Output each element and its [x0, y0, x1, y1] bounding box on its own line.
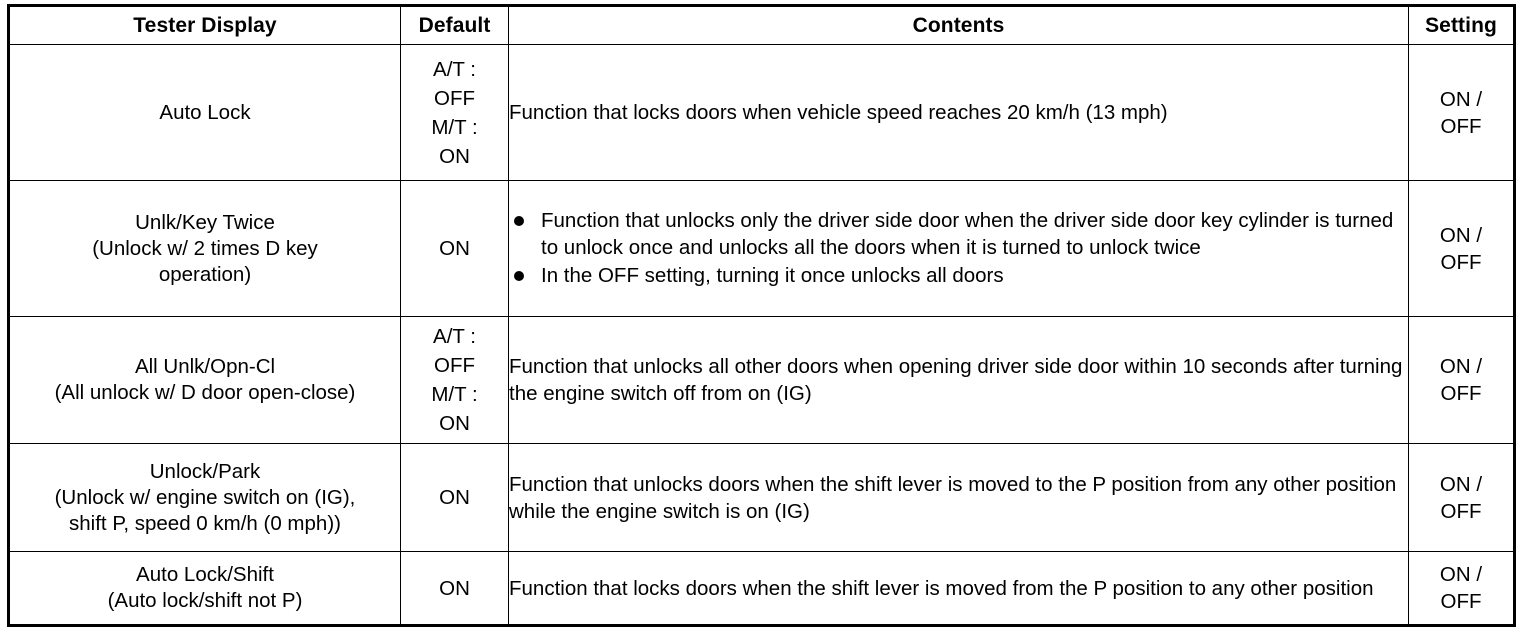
- tester-display-line: All Unlk/Opn-Cl: [134, 355, 276, 378]
- tester-display-line: (All unlock w/ D door open-close): [54, 381, 356, 404]
- contents-bullet-item: Function that unlocks only the driver si…: [509, 207, 1408, 261]
- default-value-line: M/T :: [431, 115, 478, 139]
- cell-setting-options: ON / OFF: [1408, 180, 1515, 317]
- tester-display-lines: All Unlk/Opn-Cl (All unlock w/ D door ope…: [10, 354, 400, 406]
- cell-setting-options: ON / OFF: [1408, 443, 1515, 552]
- tester-display-line: (Unlock w/ engine switch on (IG),: [54, 485, 356, 509]
- default-value-line: OFF: [434, 354, 475, 377]
- tester-display-lines: Unlock/Park(Unlock w/ engine switch on (…: [10, 459, 400, 537]
- cell-tester-display: All Unlk/Opn-Cl (All unlock w/ D door ope…: [8, 316, 401, 444]
- default-value-line: ON: [439, 237, 470, 260]
- contents-bullet-list: Function that unlocks only the driver si…: [509, 207, 1408, 289]
- default-value-lines: ON: [401, 574, 508, 603]
- column-header-contents: Contents: [508, 5, 1409, 45]
- default-value-line: OFF: [434, 86, 475, 110]
- column-header-default: Default: [400, 5, 509, 45]
- cell-default-value: ON: [400, 551, 509, 626]
- setting-option-line: ON /: [1439, 472, 1483, 496]
- default-value-line: A/T :: [433, 325, 476, 348]
- contents-paragraph: Function that unlocks all other doors wh…: [509, 355, 1403, 405]
- tester-display-line: (Unlock w/ 2 times D key: [92, 236, 318, 260]
- tester-display-line: shift P, speed 0 km/h (0 mph)): [69, 511, 341, 535]
- default-value-lines: A/T : OFF M/T : ON: [401, 55, 508, 171]
- setting-option-line: ON /: [1439, 563, 1483, 586]
- setting-option-line: ON /: [1439, 223, 1483, 247]
- contents-paragraph: Function that locks doors when the shift…: [509, 576, 1374, 600]
- default-value-lines: ON: [401, 234, 508, 263]
- cell-contents: Function that unlocks only the driver si…: [508, 180, 1409, 317]
- default-value-line: ON: [439, 144, 470, 168]
- default-value-line: M/T :: [431, 383, 478, 406]
- cell-setting-options: ON / OFF: [1408, 551, 1515, 626]
- bullet-dot-icon: [514, 271, 524, 281]
- setting-option-lines: ON / OFF: [1409, 561, 1513, 615]
- tester-display-line: Auto Lock/Shift: [136, 563, 274, 586]
- default-value-line: ON: [439, 576, 470, 600]
- setting-option-line: OFF: [1440, 114, 1482, 138]
- cell-tester-display: Unlock/Park(Unlock w/ engine switch on (…: [8, 443, 401, 552]
- bullet-dot-icon: [514, 216, 524, 226]
- table-header: Tester Display Default Contents Setting: [8, 5, 1515, 45]
- setting-option-line: OFF: [1440, 499, 1482, 523]
- default-value-lines: A/T : OFF M/T : ON: [401, 322, 508, 438]
- cell-default-value: ON: [400, 180, 509, 317]
- default-value-lines: ON: [401, 483, 508, 512]
- setting-option-lines: ON / OFF: [1409, 222, 1513, 276]
- contents-bullet-text: Function that unlocks only the driver si…: [541, 209, 1394, 259]
- parameter-settings-table: Tester Display Default Contents Setting …: [7, 4, 1516, 627]
- contents-bullet-text: In the OFF setting, turning it once unlo…: [541, 264, 1004, 287]
- tester-display-line: Auto Lock: [159, 100, 251, 124]
- cell-contents: Function that unlocks doors when the shi…: [508, 443, 1409, 552]
- contents-paragraph: Function that unlocks doors when the shi…: [509, 472, 1397, 523]
- table-row: Unlock/Park(Unlock w/ engine switch on (…: [8, 443, 1515, 552]
- setting-option-lines: ON / OFF: [1409, 471, 1513, 525]
- cell-setting-options: ON / OFF: [1408, 316, 1515, 444]
- column-header-tester-display: Tester Display: [8, 5, 401, 45]
- default-value-line: ON: [439, 486, 470, 509]
- cell-contents: Function that locks doors when vehicle s…: [508, 44, 1409, 181]
- cell-tester-display: Auto Lock: [8, 44, 401, 181]
- contents-paragraph: Function that locks doors when vehicle s…: [509, 101, 1168, 124]
- cell-setting-options: ON / OFF: [1408, 44, 1515, 181]
- cell-default-value: A/T : OFF M/T : ON: [400, 316, 509, 444]
- cell-default-value: ON: [400, 443, 509, 552]
- table-header-row: Tester Display Default Contents Setting: [8, 5, 1515, 45]
- table-row: Auto Lock/Shift (Auto lock/shift not P) ON…: [8, 551, 1515, 626]
- tester-display-lines: Auto Lock/Shift (Auto lock/shift not P): [10, 562, 400, 614]
- setting-option-lines: ON / OFF: [1409, 353, 1513, 407]
- tester-display-line: operation): [158, 262, 252, 286]
- setting-option-lines: ON / OFF: [1409, 86, 1513, 140]
- table-row: All Unlk/Opn-Cl (All unlock w/ D door ope…: [8, 316, 1515, 444]
- setting-option-line: ON /: [1439, 87, 1483, 111]
- setting-option-line: ON /: [1439, 355, 1483, 378]
- contents-bullet-item: In the OFF setting, turning it once unlo…: [509, 262, 1408, 289]
- default-value-line: ON: [439, 412, 470, 435]
- setting-option-line: OFF: [1440, 590, 1482, 613]
- tester-display-line: Unlock/Park: [149, 459, 261, 483]
- table-row: Auto Lock A/T : OFF M/T : ON Function that lo…: [8, 44, 1515, 181]
- setting-option-line: OFF: [1440, 382, 1482, 405]
- cell-default-value: A/T : OFF M/T : ON: [400, 44, 509, 181]
- setting-option-line: OFF: [1440, 250, 1482, 274]
- tester-display-line: Unlk/Key Twice: [135, 210, 275, 234]
- tester-display-line: (Auto lock/shift not P): [107, 589, 303, 612]
- cell-contents: Function that unlocks all other doors wh…: [508, 316, 1409, 444]
- tester-display-lines: Auto Lock: [10, 100, 400, 126]
- cell-contents: Function that locks doors when the shift…: [508, 551, 1409, 626]
- column-header-setting: Setting: [1408, 5, 1515, 45]
- default-value-line: A/T :: [433, 57, 476, 81]
- cell-tester-display: Auto Lock/Shift (Auto lock/shift not P): [8, 551, 401, 626]
